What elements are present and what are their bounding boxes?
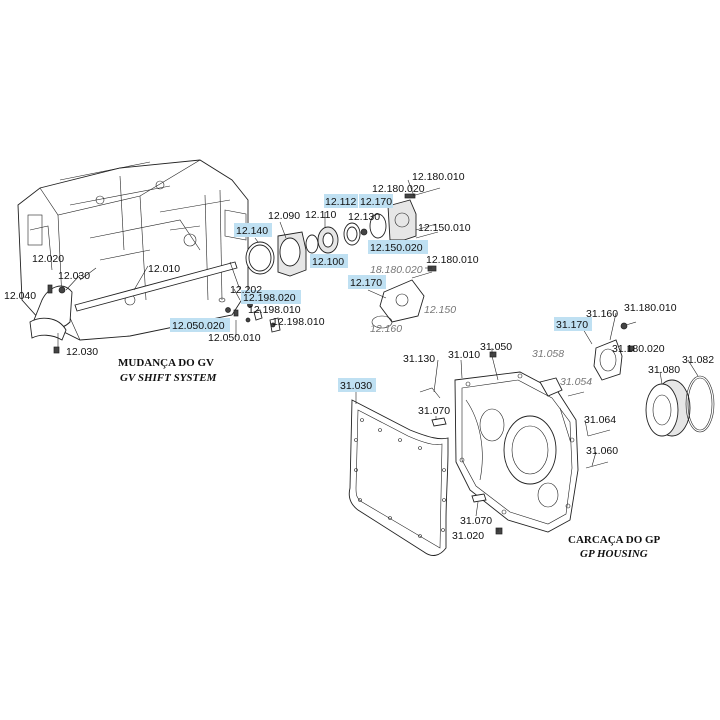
part-label: 12.140	[236, 225, 268, 237]
part-label: 12.150	[424, 304, 456, 316]
part-label: 12.130	[348, 211, 380, 223]
part-label: 12.150.010	[418, 222, 471, 234]
part-label: 31.020	[452, 530, 484, 542]
part-label: 12.198.010	[272, 316, 325, 328]
section-subtitle-gp: GP HOUSING	[580, 548, 648, 560]
part-label: 31.064	[584, 414, 616, 426]
part-label: 12.050.020	[172, 320, 225, 332]
label-highlights	[170, 194, 592, 392]
part-label: 12.170	[360, 196, 392, 208]
part-label: 12.112	[325, 196, 356, 208]
part-label: 12.202	[230, 284, 262, 296]
part-label: 12.180.020	[372, 183, 425, 195]
part-label: 12.198.010	[248, 304, 301, 316]
part-label: 31.080	[648, 364, 680, 376]
gearbox-housing-drawing	[17, 159, 249, 341]
part-label: 12.030	[66, 346, 98, 358]
part-label: 12.150.020	[370, 242, 423, 254]
shift-cylinder-parts	[245, 187, 441, 277]
part-label: 12.160	[370, 323, 402, 335]
gasket-drawing	[348, 399, 449, 556]
part-label: 12.198.020	[243, 292, 296, 304]
housing-drawing	[454, 371, 579, 533]
part-label: 31.180.020	[612, 343, 665, 355]
part-label: 31.160	[586, 308, 618, 320]
part-label: 31.030	[340, 380, 372, 392]
part-label: 12.110	[305, 209, 336, 221]
part-label: 31.060	[586, 445, 618, 457]
leader-lines	[65, 179, 699, 532]
part-label: 12.040	[4, 290, 36, 302]
cover-plate-parts	[371, 265, 437, 329]
shift-rod-drawing	[29, 261, 238, 354]
part-label: 12.010	[148, 263, 180, 275]
part-label: 12.020	[32, 253, 64, 265]
part-label: 31.070	[460, 515, 492, 527]
gp-small-parts	[419, 351, 611, 535]
part-label: 31.054	[560, 376, 592, 388]
part-label: 12.180.010	[412, 171, 465, 183]
part-label: 12.090	[268, 210, 300, 222]
part-label: 31.050	[480, 341, 512, 353]
part-label: 12.180.010	[426, 254, 479, 266]
part-labels: 12.180.010 12.180.020 12.112 12.170 12.1…	[4, 171, 714, 542]
bearing-and-cover-drawing	[539, 321, 715, 437]
section-title-gv: MUDANÇA DO GV	[118, 357, 214, 369]
part-label: 31.082	[682, 354, 714, 366]
part-label: 12.050.010	[208, 332, 261, 344]
section-title-gp: CARCAÇA DO GP	[568, 534, 661, 546]
part-label: 18.180.020	[370, 264, 423, 276]
part-label: 31.070	[418, 405, 450, 417]
part-label: 12.030	[58, 270, 90, 282]
part-label: 31.130	[403, 353, 435, 365]
part-label: 12.100	[312, 256, 344, 268]
part-label: 31.010	[448, 349, 480, 361]
section-subtitle-gv: GV SHIFT SYSTEM	[120, 372, 218, 384]
part-label: 12.170	[350, 277, 382, 289]
part-label: 31.058	[532, 348, 564, 360]
section-titles: MUDANÇA DO GV GV SHIFT SYSTEM CARCAÇA DO…	[118, 357, 661, 560]
part-label: 31.180.010	[624, 302, 677, 314]
part-label: 31.170	[556, 319, 588, 331]
